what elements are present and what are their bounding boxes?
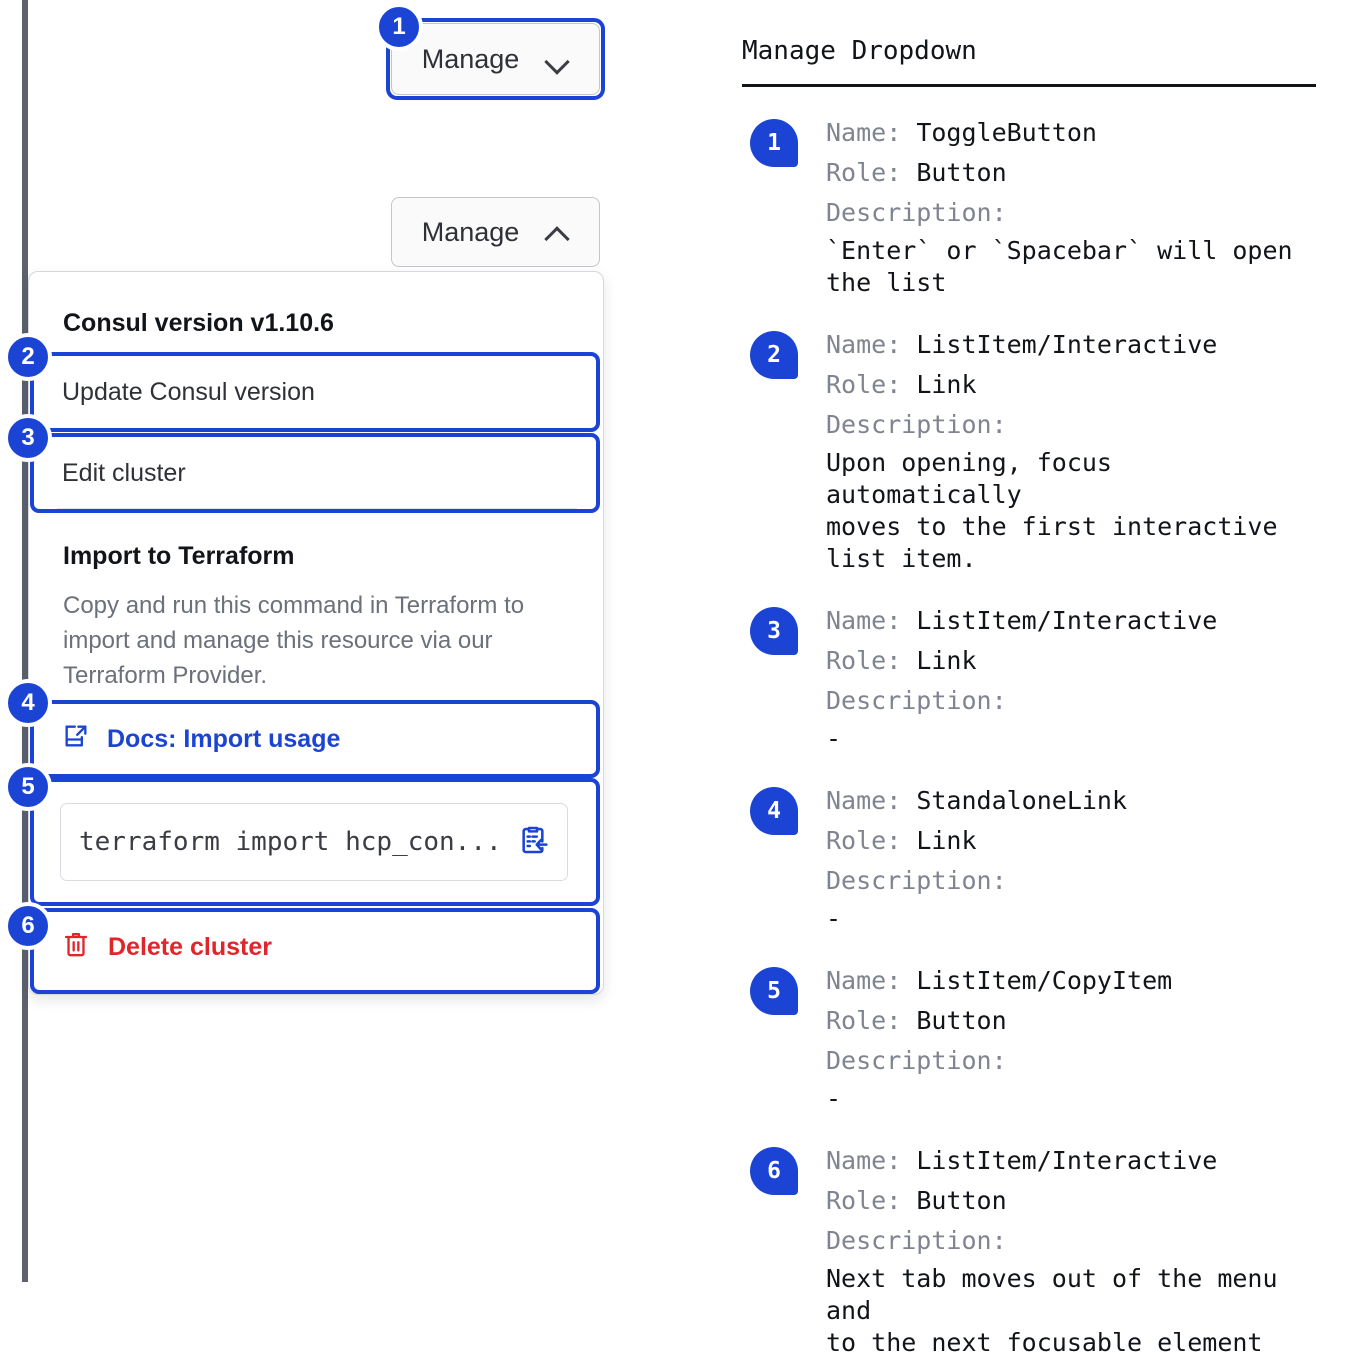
manage-toggle-label: Manage bbox=[421, 43, 520, 74]
legend-role-value: Button bbox=[916, 1006, 1007, 1035]
legend-name-value: ToggleButton bbox=[916, 118, 1097, 147]
legend-role-value: Button bbox=[916, 1186, 1007, 1215]
legend-role-value: Button bbox=[916, 158, 1007, 187]
legend-name-row: Name: ListItem/Interactive bbox=[826, 330, 1218, 359]
legend-name-row: Name: ToggleButton bbox=[826, 113, 1322, 153]
delete-cluster-label: Delete cluster bbox=[108, 933, 272, 961]
legend-entry: 5 Name: ListItem/CopyItem Role: Button D… bbox=[742, 961, 1322, 1115]
legend-role-value: Link bbox=[916, 826, 977, 855]
legend-divider bbox=[742, 84, 1316, 87]
legend-role-row: Role: Link bbox=[826, 826, 977, 855]
manage-toggle-button-open[interactable]: Manage bbox=[391, 197, 600, 267]
marker-3: 3 bbox=[4, 414, 52, 462]
chevron-up-icon bbox=[545, 220, 569, 244]
legend-name-value: ListItem/Interactive bbox=[916, 330, 1218, 359]
terraform-command-value: terraform import hcp_con... bbox=[79, 827, 502, 857]
legend-description-value: Next tab moves out of the menu and to th… bbox=[826, 1264, 1278, 1357]
docs-link-label: Docs: Import usage bbox=[107, 725, 341, 753]
marker-1: 1 bbox=[375, 3, 423, 51]
legend-description-value: `Enter` or `Spacebar` will open the list bbox=[826, 236, 1293, 297]
legend-marker-1: 1 bbox=[750, 119, 798, 167]
legend-role-row: Role: Button bbox=[826, 1186, 1007, 1215]
legend-role-row: Role: Link bbox=[826, 370, 977, 399]
manage-toggle-button-closed[interactable]: Manage bbox=[391, 23, 600, 95]
legend-description-label: Description: bbox=[826, 866, 1007, 895]
marker-6: 6 bbox=[4, 902, 52, 950]
legend-role-row: Role: Button bbox=[826, 1006, 1007, 1035]
legend-marker-3: 3 bbox=[750, 607, 798, 655]
focus-ring-edit-cluster bbox=[30, 433, 600, 513]
legend-role-value: Link bbox=[916, 646, 977, 675]
legend-entry: 1 Name: ToggleButton Role: Button Descri… bbox=[742, 113, 1322, 299]
chevron-down-icon bbox=[545, 47, 569, 71]
legend-description-value: - bbox=[826, 724, 842, 753]
menu-item-delete-cluster[interactable]: Delete cluster bbox=[62, 930, 272, 965]
clipboard-copy-icon[interactable] bbox=[517, 824, 549, 861]
import-terraform-description: Copy and run this command in Terraform t… bbox=[63, 592, 525, 689]
legend-name-label: Name: bbox=[826, 118, 917, 147]
marker-4: 4 bbox=[4, 679, 52, 727]
terraform-command-field[interactable]: terraform import hcp_con... bbox=[60, 803, 568, 881]
legend-name-row: Name: ListItem/Interactive bbox=[826, 606, 1218, 635]
legend-name-value: StandaloneLink bbox=[916, 786, 1128, 815]
page-edge-strip bbox=[22, 0, 28, 1282]
manage-toggle-label-open: Manage bbox=[421, 216, 520, 247]
legend-name-value: ListItem/Interactive bbox=[916, 606, 1218, 635]
legend-role-row: Role: Link bbox=[826, 646, 977, 675]
legend-name-value: ListItem/CopyItem bbox=[916, 966, 1173, 995]
legend-description-value: Upon opening, focus automatically moves … bbox=[826, 448, 1278, 573]
legend-description-value: - bbox=[826, 1084, 842, 1113]
legend-marker-4: 4 bbox=[750, 787, 798, 835]
page-edge-margin bbox=[0, 0, 22, 1282]
legend-name-row: Name: StandaloneLink bbox=[826, 786, 1128, 815]
marker-2: 2 bbox=[4, 333, 52, 381]
legend-name-row: Name: ListItem/CopyItem bbox=[826, 966, 1173, 995]
legend-description-label: Description: bbox=[826, 410, 1007, 439]
menu-item-edit-cluster[interactable]: Edit cluster bbox=[62, 459, 186, 487]
legend-marker-2: 2 bbox=[750, 331, 798, 379]
consul-version-heading: Consul version v1.10.6 bbox=[63, 309, 334, 337]
legend-entry: 3 Name: ListItem/Interactive Role: Link … bbox=[742, 601, 1322, 755]
legend-entry: 6 Name: ListItem/Interactive Role: Butto… bbox=[742, 1141, 1322, 1359]
legend-marker-5: 5 bbox=[750, 967, 798, 1015]
legend-marker-6: 6 bbox=[750, 1147, 798, 1195]
focus-ring-delete-cluster bbox=[30, 908, 600, 994]
import-terraform-heading: Import to Terraform bbox=[63, 542, 295, 570]
menu-item-update-consul-version[interactable]: Update Consul version bbox=[62, 378, 315, 406]
legend-name-row: Name: ListItem/Interactive bbox=[826, 1146, 1218, 1175]
focus-ring-docs-link bbox=[30, 700, 600, 778]
legend-entry: 2 Name: ListItem/Interactive Role: Link … bbox=[742, 325, 1322, 575]
legend-role-label: Role: bbox=[826, 158, 917, 187]
legend-role-value: Link bbox=[916, 370, 977, 399]
legend-role-row: Role: Button bbox=[826, 153, 1322, 193]
legend-description-label: Description: bbox=[826, 686, 1007, 715]
external-link-icon bbox=[62, 722, 90, 757]
focus-ring-update-version bbox=[30, 352, 600, 432]
focus-ring-toggle-closed bbox=[386, 18, 605, 100]
marker-5: 5 bbox=[4, 763, 52, 811]
menu-item-docs-import-usage[interactable]: Docs: Import usage bbox=[62, 722, 340, 757]
legend-description-value: - bbox=[826, 904, 842, 933]
legend-description-label: Description: bbox=[826, 198, 1007, 227]
dropdown-divider bbox=[57, 508, 577, 509]
legend-entry: 4 Name: StandaloneLink Role: Link Descri… bbox=[742, 781, 1322, 935]
legend-description-label: Description: bbox=[826, 1046, 1007, 1075]
focus-ring-copy-command bbox=[30, 778, 600, 906]
trash-icon bbox=[62, 930, 90, 965]
annotated-ui-column: Manage Manage Consul version v1.10.6 Imp… bbox=[0, 0, 700, 1282]
legend-title: Manage Dropdown bbox=[742, 36, 977, 66]
legend-description-label: Description: bbox=[826, 1226, 1007, 1255]
annotation-legend-panel: Manage Dropdown 1 Name: ToggleButton Rol… bbox=[742, 36, 1322, 1359]
legend-name-value: ListItem/Interactive bbox=[916, 1146, 1218, 1175]
